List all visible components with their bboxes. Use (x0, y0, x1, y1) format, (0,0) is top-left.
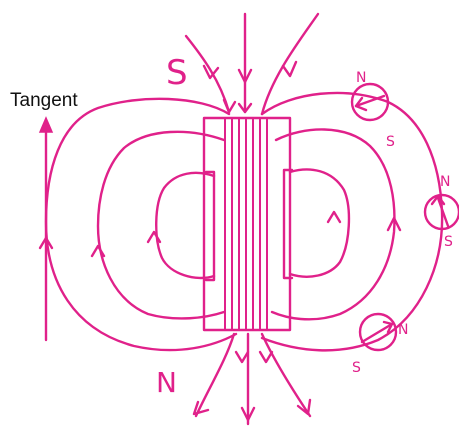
pole-label-north: N (156, 366, 177, 399)
field-line-left-middle (96, 130, 226, 320)
field-line-bottom-right (260, 332, 312, 418)
field-line-right-middle (270, 128, 396, 321)
compass-bottom-north: N (398, 322, 408, 338)
compass-top-right: N S (350, 70, 395, 150)
compass-top-south: S (386, 134, 395, 150)
field-lines (44, 12, 444, 426)
pole-label-south: S (166, 53, 188, 93)
compass-right: N S (423, 174, 459, 250)
tangent-label: Tangent (10, 90, 78, 111)
field-line-bottom-left (194, 332, 236, 418)
compass-bottom-south: S (352, 360, 361, 376)
field-line-top-right (260, 12, 320, 116)
field-line-right-inner (288, 168, 351, 278)
compass-right-south: S (444, 234, 453, 250)
compass-bottom-right: N S (352, 312, 408, 376)
bar-magnet (202, 116, 292, 332)
compass-top-north: N (356, 70, 366, 86)
field-line-left-outer (44, 97, 238, 352)
field-line-left-inner (155, 171, 216, 280)
field-arrows (38, 60, 402, 422)
compass-right-north: N (440, 174, 450, 190)
